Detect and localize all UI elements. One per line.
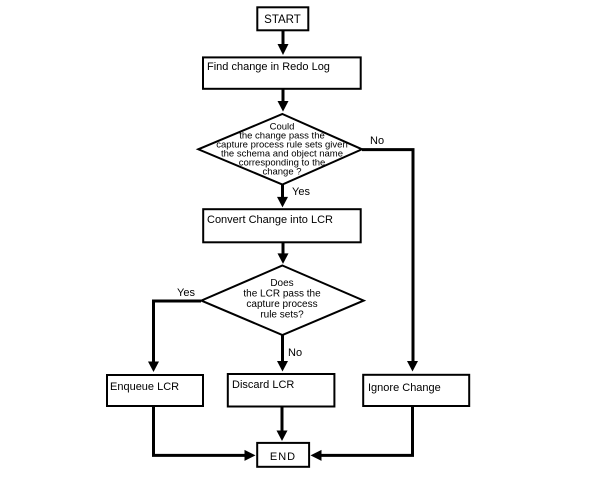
svg-text:Discard LCR: Discard LCR xyxy=(232,379,294,391)
svg-text:capture process rule sets give: capture process rule sets given xyxy=(216,140,347,151)
svg-text:No: No xyxy=(288,347,302,359)
svg-text:END: END xyxy=(270,451,296,463)
svg-text:corresponding to the: corresponding to the xyxy=(239,158,326,169)
svg-text:Yes: Yes xyxy=(292,186,310,198)
svg-text:Convert Change into LCR: Convert Change into LCR xyxy=(207,214,333,226)
svg-text:START: START xyxy=(264,14,301,26)
svg-text:No: No xyxy=(370,135,384,147)
svg-text:the LCR pass the: the LCR pass the xyxy=(243,289,321,300)
svg-text:rule sets?: rule sets? xyxy=(260,310,304,321)
svg-text:Could: Could xyxy=(270,122,295,133)
svg-text:Ignore Change: Ignore Change xyxy=(368,382,441,394)
svg-text:change ?: change ? xyxy=(262,167,301,178)
svg-text:the schema and object name: the schema and object name xyxy=(221,149,343,160)
svg-text:the change pass the: the change pass the xyxy=(239,131,325,142)
svg-text:Enqueue LCR: Enqueue LCR xyxy=(110,381,179,393)
svg-text:capture process: capture process xyxy=(246,299,317,310)
svg-text:Yes: Yes xyxy=(177,287,195,299)
svg-text:Find change in Redo Log: Find change in Redo Log xyxy=(207,61,330,73)
svg-text:Does: Does xyxy=(270,278,293,289)
